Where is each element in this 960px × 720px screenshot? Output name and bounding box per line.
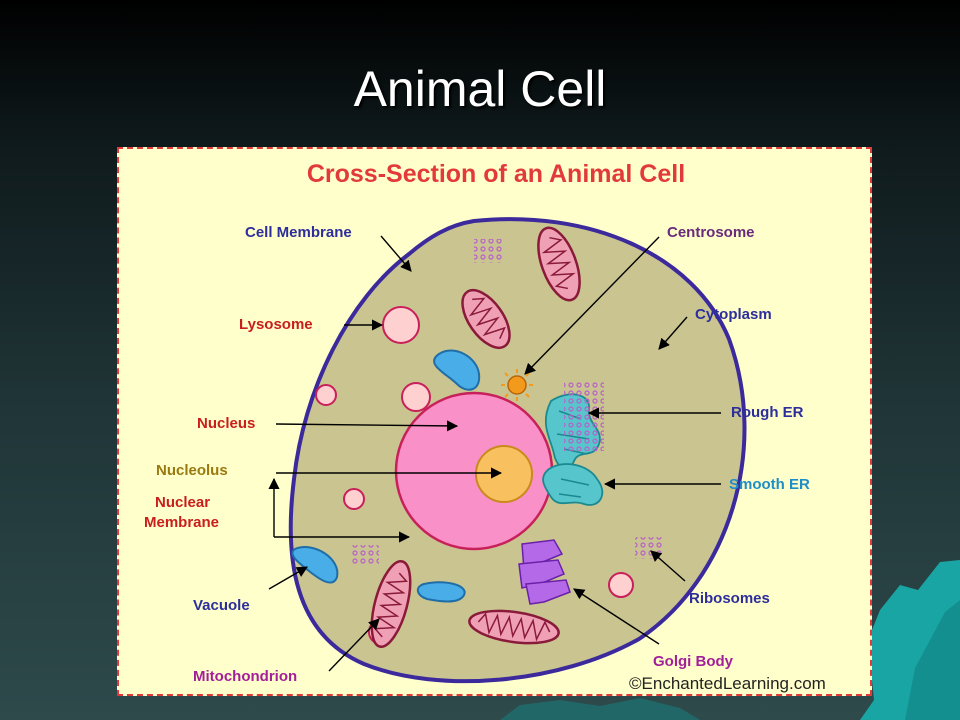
- pointer-lines: [268, 235, 721, 672]
- rough-er: [544, 381, 604, 470]
- label-cell-membrane: Cell Membrane: [245, 224, 352, 241]
- lysosome: [608, 572, 634, 598]
- smooth-er: [542, 463, 604, 506]
- mitochondrion: [537, 226, 581, 302]
- slide-title: Animal Cell: [353, 61, 607, 117]
- ribosome-cluster: [635, 537, 663, 559]
- lysosome: [315, 384, 337, 406]
- mitochondrion: [468, 609, 560, 645]
- label-vacuole: Vacuole: [193, 597, 250, 614]
- golgi-body: [518, 539, 571, 605]
- label-nucleolus: Nucleolus: [156, 462, 228, 479]
- label-ribosomes: Ribosomes: [689, 590, 770, 607]
- lysosome: [401, 382, 431, 412]
- label-nucleus: Nucleus: [197, 415, 255, 432]
- ribosome-cluster: [351, 545, 379, 565]
- label-mitochondrion: Mitochondrion: [193, 668, 297, 685]
- diagram-panel: Cross-Section of an Animal Cell: [117, 147, 872, 696]
- lysosome: [343, 488, 365, 510]
- vacuole: [291, 546, 339, 584]
- label-nuclear-membrane-line1: Nuclear: [155, 494, 210, 511]
- vacuole: [416, 581, 466, 603]
- diagram-heading: Cross-Section of an Animal Cell: [307, 160, 685, 188]
- mitochondrion: [370, 560, 412, 648]
- nucleolus: [475, 445, 533, 503]
- credit-text: ©EnchantedLearning.com: [629, 674, 826, 693]
- centrosome: [501, 369, 533, 401]
- cell-diagram: Cross-Section of an Animal Cell: [144, 160, 826, 693]
- ribosome-cluster: [474, 239, 504, 263]
- label-nuclear-membrane-line2: Membrane: [144, 514, 219, 531]
- mitochondrion: [461, 289, 511, 349]
- vacuole: [433, 349, 481, 391]
- label-lysosome: Lysosome: [239, 316, 313, 333]
- label-cytoplasm: Cytoplasm: [695, 306, 772, 323]
- label-rough-er: Rough ER: [731, 404, 804, 421]
- label-smooth-er: Smooth ER: [729, 476, 810, 493]
- label-centrosome: Centrosome: [667, 224, 755, 241]
- lysosome: [382, 306, 420, 344]
- label-golgi-body: Golgi Body: [653, 653, 734, 670]
